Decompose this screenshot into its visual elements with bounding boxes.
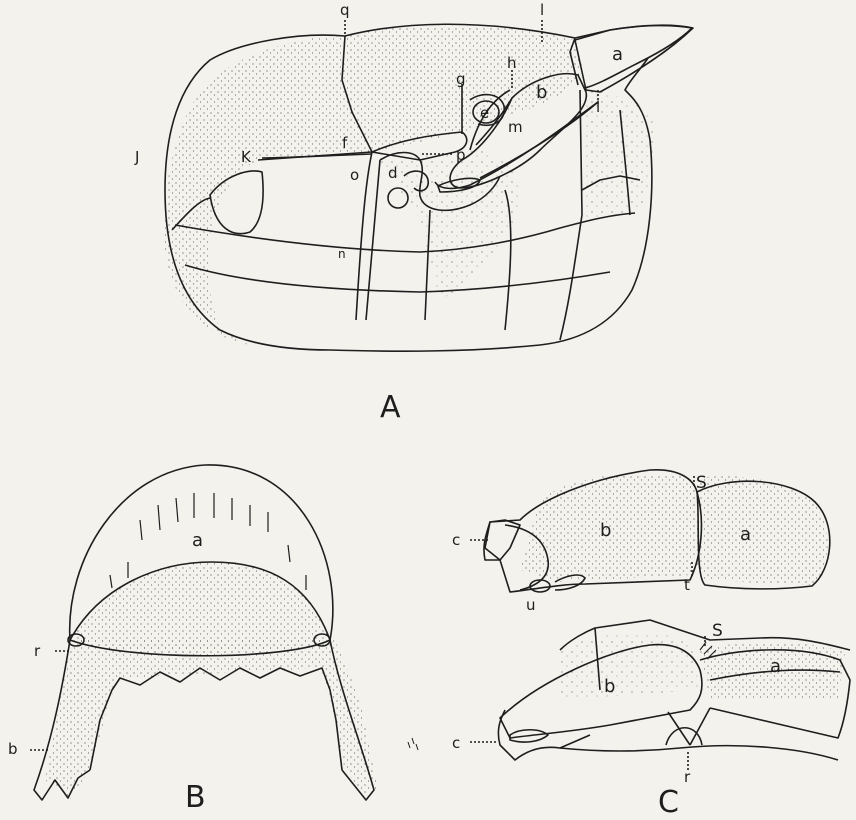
label-a-k: K [241,148,252,166]
label-c-lower-a: a [770,656,781,677]
panel-a-knob [388,188,408,208]
panel-c-upper [470,470,830,592]
label-c-upper-b: b [600,520,611,541]
panel-a [164,20,693,351]
label-b-b: b [8,740,18,758]
panel-a-left-stipple [164,36,372,345]
panel-c-upper-a-stipple [690,476,828,585]
stray-marks [408,738,418,750]
panel-a-grid-h2 [185,265,610,292]
label-a-e: e [480,104,489,122]
label-b-a: a [192,530,203,551]
panel-b [30,465,378,800]
label-a-a: a [612,44,623,65]
label-c-upper-s: S [696,473,707,493]
panel-c-lower-socket [498,710,590,760]
panel-a-grid-h1 [175,213,635,252]
label-a-q: q [340,1,350,19]
label-a-g: g [456,70,466,88]
label-a-l: l [540,1,544,19]
label-c-lower-c: c [452,734,460,752]
panel-b-title: B [185,780,206,815]
label-c-lower-r: r [684,768,691,786]
label-a-n: n [338,247,346,261]
label-a-h: h [507,54,517,72]
panel-a-top-stipple [345,25,585,152]
label-a-m: m [508,118,523,136]
panel-a-title: A [380,390,401,425]
panel-c-lower-bottom [560,746,838,760]
label-a-j: J [134,148,139,166]
label-c-upper-u: u [526,596,536,614]
label-a-i: i [596,98,600,116]
label-a-p: p [456,146,466,164]
label-a-f: f [342,134,348,152]
panel-c-title: C [658,785,679,820]
panel-a-apodeme [356,152,380,320]
panel-c-lower [470,620,850,770]
panel-b-base-stipple [45,640,378,800]
label-a-d: d [388,164,398,182]
label-a-o: o [350,166,359,184]
label-b-r: r [34,642,41,660]
panel-a-segment-a [575,25,693,92]
panel-a-mid-stipple [380,150,520,300]
panel-b-inner-edge [90,668,342,770]
panel-a-right-stipple [580,85,653,220]
label-c-lower-b: b [604,676,615,697]
label-c-lower-s: S [712,621,723,641]
label-c-upper-c: c [452,531,460,549]
panel-b-dome-stipple [70,562,330,656]
label-a-b: b [536,82,547,103]
label-c-upper-t: t [684,576,690,594]
label-c-upper-a: a [740,524,751,545]
